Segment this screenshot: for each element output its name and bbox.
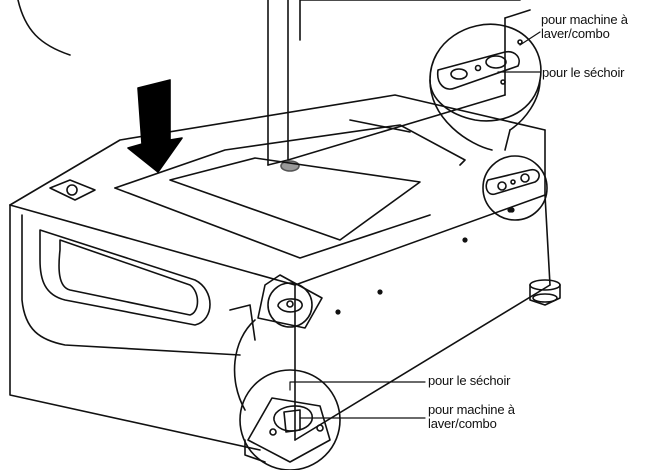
appliance-body bbox=[267, 0, 531, 169]
bottom-corner-plate bbox=[257, 274, 323, 329]
label-bottom-washer: pour machine à laver/combo bbox=[428, 403, 515, 431]
label-top-washer-line-2: laver/combo bbox=[541, 26, 610, 41]
top-detail-circle bbox=[429, 23, 542, 151]
label-bottom-dryer: pour le séchoir bbox=[428, 373, 511, 388]
down-arrow-icon bbox=[127, 79, 183, 173]
pedestal-front bbox=[9, 194, 551, 451]
label-bottom-washer-line-1: pour machine à bbox=[428, 402, 515, 417]
label-bottom-washer-line-2: laver/combo bbox=[428, 416, 497, 431]
hole-plate-icon bbox=[436, 39, 523, 90]
right-detail-circle bbox=[482, 155, 548, 221]
pedestal-top bbox=[9, 94, 546, 286]
label-top-washer: pour machine à laver/combo bbox=[541, 13, 628, 41]
leader-lines bbox=[289, 31, 541, 419]
label-top-dryer: pour le séchoir bbox=[542, 65, 625, 80]
bottom-detail-circle bbox=[233, 319, 341, 470]
appliance-left-curve bbox=[17, 0, 71, 56]
label-top-washer-line-1: pour machine à bbox=[541, 12, 628, 27]
